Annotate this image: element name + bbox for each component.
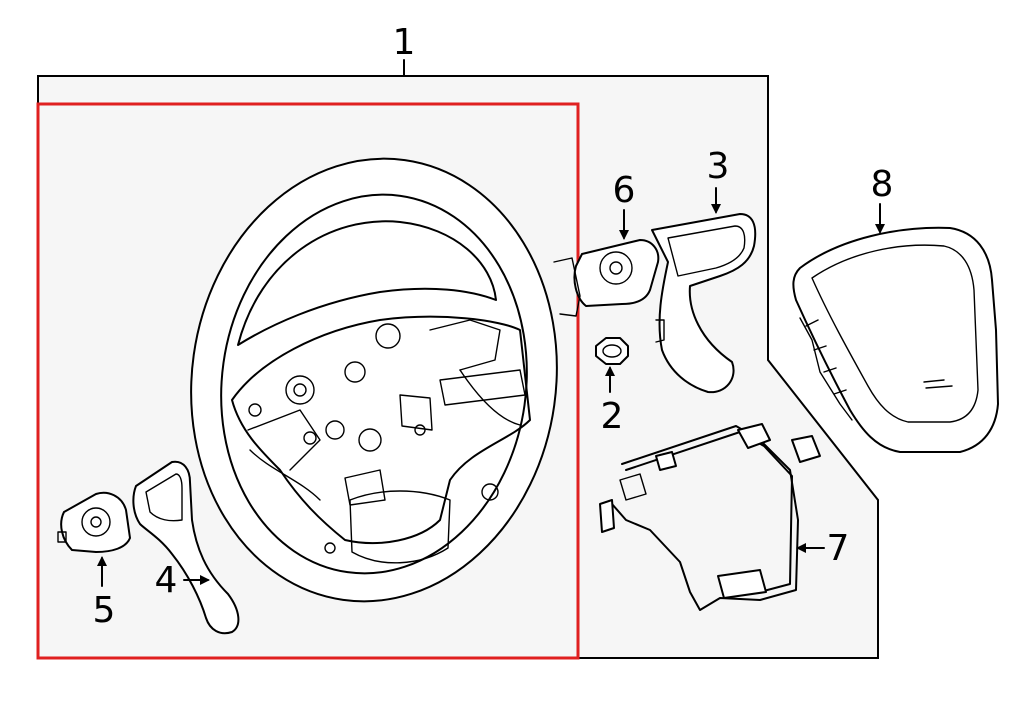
right-switch <box>553 239 660 317</box>
label-1: 1 <box>393 22 416 63</box>
label-5: 5 <box>93 590 116 631</box>
wiring-harness <box>599 423 821 611</box>
left-trim-bezel <box>132 460 240 635</box>
label-7: 7 <box>827 528 850 569</box>
label-8: 8 <box>871 164 894 205</box>
highlight-box <box>36 102 580 660</box>
nut <box>595 337 629 365</box>
label-2: 2 <box>601 396 624 437</box>
right-trim-bezel <box>651 213 757 394</box>
label-6: 6 <box>613 170 636 211</box>
airbag-module <box>792 226 999 453</box>
steering-wheel <box>190 157 558 603</box>
label-4: 4 <box>155 560 178 601</box>
label-3: 3 <box>707 146 730 187</box>
left-switch <box>57 491 131 553</box>
